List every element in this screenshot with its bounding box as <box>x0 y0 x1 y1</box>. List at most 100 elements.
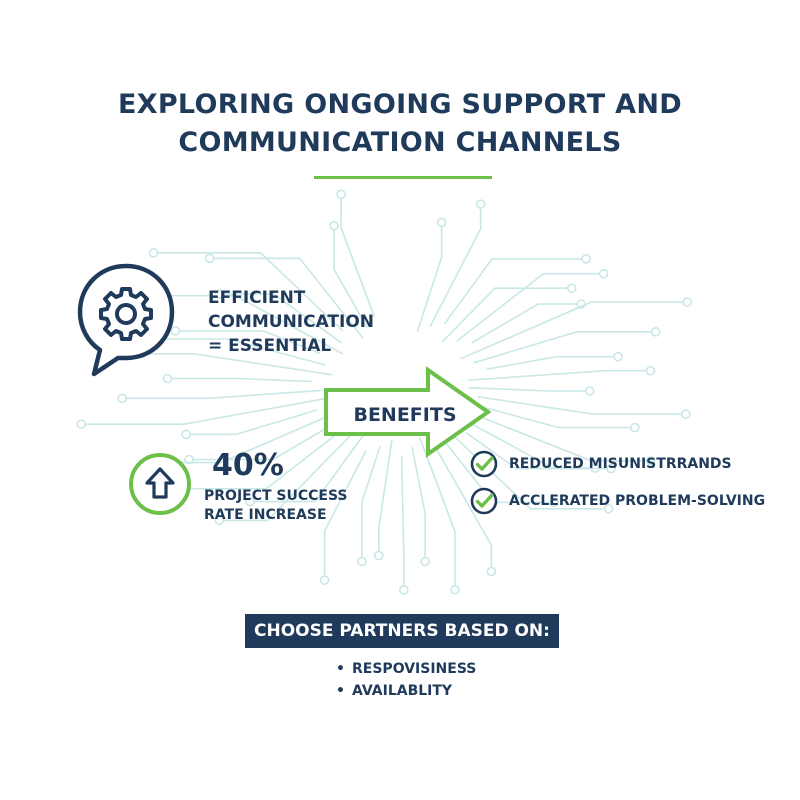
benefit-item: ACCLERATED PROBLEM-SOLVING <box>470 487 765 515</box>
circuit-node <box>420 556 430 567</box>
circuit-trace <box>340 194 376 318</box>
circuit-node <box>436 217 447 228</box>
circuit-trace <box>441 287 572 343</box>
up-arrow-icon <box>129 453 191 515</box>
gear-icon <box>99 287 153 341</box>
circuit-trace <box>473 331 656 364</box>
circuit-node <box>319 575 330 586</box>
circuit-node <box>373 550 384 561</box>
stat-label-line-1: PROJECT SUCCESS <box>204 488 348 504</box>
communication-statement: EFFICIENT COMMUNICATION = ESSENTIAL <box>208 286 374 358</box>
circuit-trace <box>361 445 381 562</box>
circuit-trace <box>460 301 688 360</box>
circuit-trace <box>175 330 321 355</box>
circuit-trace <box>81 396 334 425</box>
bullet: • <box>336 661 345 677</box>
circuit-node <box>549 497 559 508</box>
circuit-trace <box>219 434 352 522</box>
circuit-node <box>566 283 577 294</box>
circuit-node <box>645 365 656 376</box>
circuit-trace <box>122 389 322 400</box>
circuit-trace <box>471 303 582 344</box>
circuit-trace <box>436 449 493 572</box>
title-line-1: EXPLORING ONGOING SUPPORT AND <box>117 89 682 120</box>
stat-label-line-2: RATE INCREASE <box>204 507 327 523</box>
circuit-trace <box>477 395 686 415</box>
circuit-trace <box>165 433 337 490</box>
circuit-node <box>450 584 460 595</box>
title-underline <box>314 176 492 179</box>
gear-chat-bubble-icon <box>77 263 175 377</box>
circuit-trace <box>468 369 651 381</box>
circuit-node <box>162 373 173 384</box>
circuit-trace <box>186 409 318 436</box>
circuit-trace <box>378 439 393 556</box>
benefit-text: ACCLERATED PROBLEM-SOLVING <box>509 493 766 509</box>
check-circle-icon <box>470 450 498 478</box>
benefit-list: REDUCED MISUNISTRRANDS ACCLERATED PROBLE… <box>470 450 765 524</box>
circuit-node <box>204 253 215 264</box>
circuit-node <box>613 351 623 362</box>
circuit-node <box>682 297 693 307</box>
circuit-node <box>184 454 194 465</box>
circuit-trace <box>429 204 482 328</box>
circuit-node <box>398 584 409 595</box>
circuit-trace <box>443 426 609 510</box>
criteria-list: • RESPOVISINESS •AVAILABLITY <box>336 658 476 702</box>
communication-line-1: EFFICIENT <box>208 288 306 308</box>
circuit-trace <box>444 258 586 325</box>
circuit-node <box>606 463 616 474</box>
circuit-trace <box>416 222 443 333</box>
circuit-trace <box>164 294 344 355</box>
circuit-node <box>117 393 127 404</box>
circuit-trace <box>461 408 651 462</box>
circuit-trace <box>486 355 618 371</box>
circuit-node <box>214 515 225 526</box>
check-circle-icon <box>470 487 498 515</box>
circuit-trace <box>219 293 342 344</box>
circuit-trace <box>323 450 367 581</box>
circuit-node <box>584 386 595 396</box>
criteria-heading: CHOOSE PARTNERS BASED ON: <box>245 614 559 648</box>
benefit-item: REDUCED MISUNISTRRANDS <box>470 450 765 478</box>
circuit-node <box>645 456 656 466</box>
criteria-item: •AVAILABLITY <box>336 680 476 702</box>
circuit-node <box>581 254 591 264</box>
circuit-trace <box>189 416 346 461</box>
circuit-node <box>214 289 225 299</box>
circuit-node <box>170 326 181 336</box>
circuit-node <box>329 220 339 231</box>
bullet: • <box>336 683 345 699</box>
benefit-text: REDUCED MISUNISTRRANDS <box>509 456 732 472</box>
circuit-trace <box>483 406 635 429</box>
title-line-2: COMMUNICATION CHANNELS <box>178 127 622 158</box>
circuit-node <box>357 556 367 567</box>
communication-line-3: = ESSENTIAL <box>208 336 332 356</box>
circuit-node <box>629 422 640 433</box>
benefits-label: BENEFITS <box>353 404 457 426</box>
circuit-node <box>336 189 346 200</box>
circuit-trace <box>153 252 344 332</box>
circuit-trace <box>465 431 612 470</box>
circuit-node <box>181 429 191 440</box>
circuit-trace <box>141 353 333 376</box>
circuit-node <box>603 503 614 514</box>
communication-line-2: COMMUNICATION <box>208 312 375 332</box>
circuit-trace <box>400 455 405 590</box>
circuit-trace <box>333 225 368 329</box>
circuit-node <box>148 248 159 258</box>
benefits-arrow-icon <box>324 366 492 458</box>
circuit-trace <box>411 447 426 562</box>
circuit-trace <box>419 437 456 590</box>
page-title: EXPLORING ONGOING SUPPORT AND COMMUNICAT… <box>0 86 800 162</box>
criteria-text: RESPOVISINESS <box>352 661 477 677</box>
circuit-node <box>245 496 255 507</box>
stat-value: 40% <box>212 448 284 483</box>
circuit-trace <box>250 432 367 503</box>
stat-label: PROJECT SUCCESS RATE INCREASE <box>204 487 348 525</box>
circuit-trace <box>167 377 312 383</box>
circuit-trace <box>468 386 590 392</box>
circuit-node <box>680 409 691 419</box>
circuit-node <box>486 566 497 577</box>
circuit-node <box>598 268 609 279</box>
